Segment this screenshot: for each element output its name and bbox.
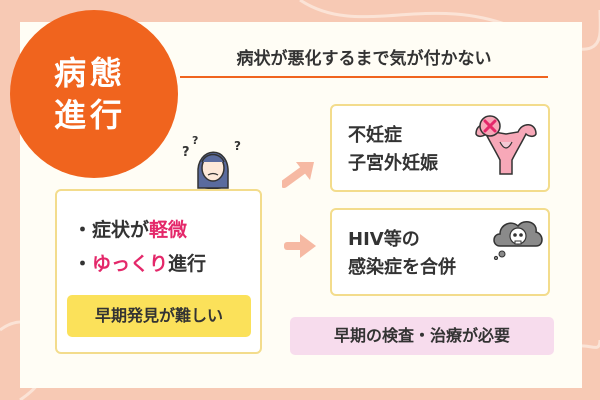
headline-underline: [180, 76, 548, 78]
uterus-x-icon: [475, 115, 537, 175]
early-detection-label: 早期発見が難しい: [67, 295, 251, 337]
bullet-text: ・症状が: [73, 219, 150, 241]
text-line: 不妊症: [348, 125, 402, 146]
infertility-text: 不妊症 子宮外妊娠: [348, 122, 438, 178]
symptom-box: ・症状が軽微 ・ゆっくり進行 早期発見が難しい: [55, 189, 262, 354]
headline: 病状が悪化するまで気が付かない: [236, 49, 492, 69]
symptom-bullets: ・症状が軽微 ・ゆっくり進行: [73, 213, 206, 281]
question-mark-icon: ?: [234, 139, 241, 153]
badge-line-2: 進行: [54, 96, 127, 134]
badge-line-1: 病態: [54, 54, 127, 92]
badge-text: 病態 進行: [54, 52, 154, 136]
highlight-text: 軽微: [149, 219, 188, 241]
question-mark-icon: ?: [182, 145, 190, 160]
skull-cloud-icon: [493, 221, 543, 260]
infection-text: HIV等の 感染症を合併: [348, 226, 456, 282]
highlight-text: ゆっくり: [92, 253, 169, 275]
arrow-right-icon: [282, 162, 314, 188]
early-treatment-label: 早期の検査・治療が必要: [290, 317, 554, 355]
text-line: 子宮外妊娠: [348, 153, 438, 174]
status-badge: 病態 進行: [10, 10, 178, 178]
bullet-mild-symptoms: ・症状が軽微: [73, 213, 206, 247]
question-mark-icon: ?: [192, 134, 198, 147]
bullet-text: 進行: [168, 253, 207, 275]
arrow-right-icon: [284, 234, 316, 258]
bullet-text: ・: [73, 253, 93, 275]
bullet-slow-progress: ・ゆっくり進行: [73, 247, 206, 281]
text-line: 感染症を合併: [348, 257, 456, 278]
text-line: HIV等の: [348, 229, 420, 250]
